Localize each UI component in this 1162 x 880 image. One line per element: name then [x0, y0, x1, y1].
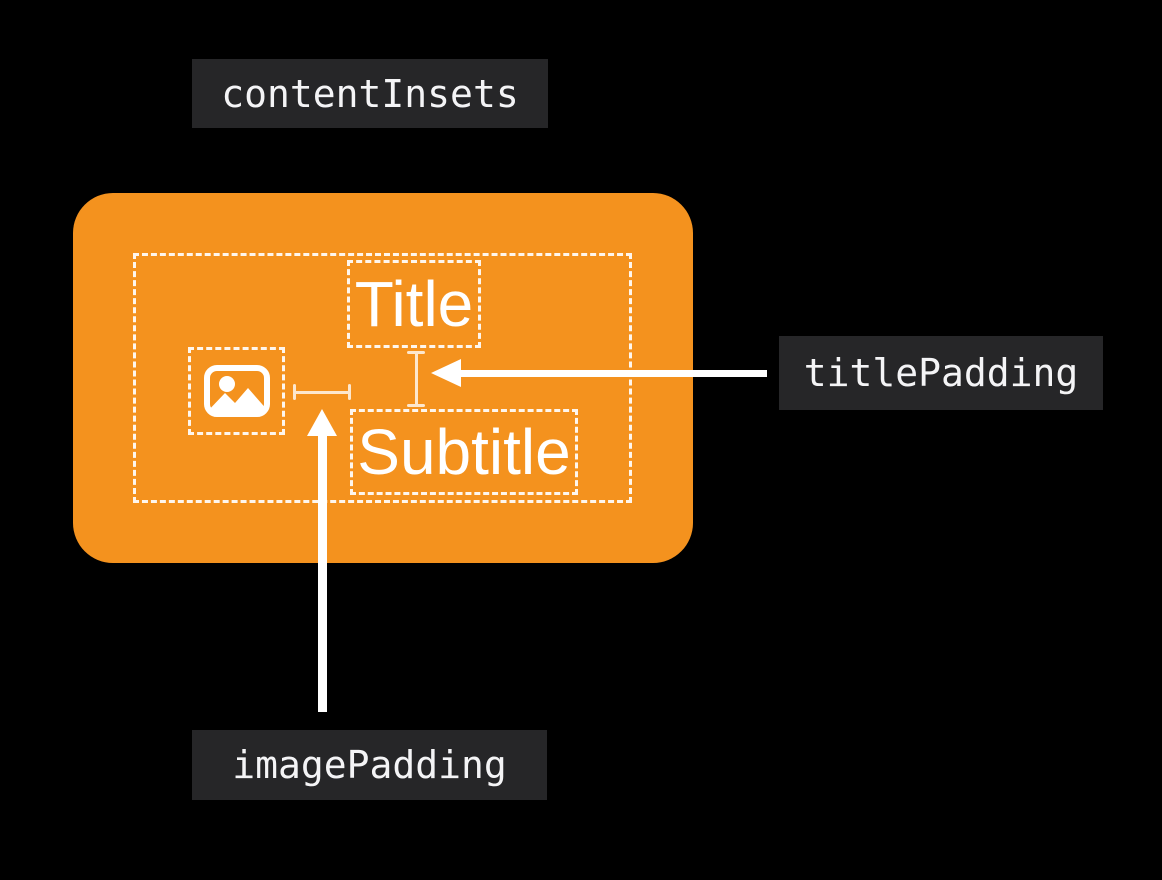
title-padding-label-text: titlePadding: [803, 351, 1079, 395]
subtitle-text: Subtitle: [357, 416, 571, 488]
title-padding-measure: [407, 351, 425, 407]
image-padding-label-text: imagePadding: [232, 743, 507, 787]
measure-cap: [293, 384, 296, 400]
measure-cap: [407, 404, 425, 407]
image-padding-measure: [293, 384, 351, 400]
title-outline: Title: [347, 260, 481, 348]
measure-cap: [407, 351, 425, 354]
content-insets-label: contentInsets: [192, 59, 548, 128]
content-insets-outline: [133, 253, 632, 503]
measure-stem: [414, 354, 418, 404]
title-padding-label: titlePadding: [779, 336, 1103, 410]
image-padding-label: imagePadding: [192, 730, 547, 800]
photo-icon: [203, 365, 270, 417]
image-padding-arrow-line: [318, 434, 327, 712]
content-insets-label-text: contentInsets: [221, 71, 519, 116]
subtitle-outline: Subtitle: [350, 409, 578, 495]
title-text: Title: [354, 268, 474, 340]
title-padding-arrow-line: [455, 370, 767, 377]
title-padding-arrowhead-icon: [431, 359, 461, 387]
measure-stem: [296, 390, 348, 394]
image-padding-arrowhead-icon: [307, 409, 337, 436]
measure-cap: [348, 384, 351, 400]
image-outline: [188, 347, 285, 435]
button-preview-card: Title Subtitle: [73, 193, 693, 563]
